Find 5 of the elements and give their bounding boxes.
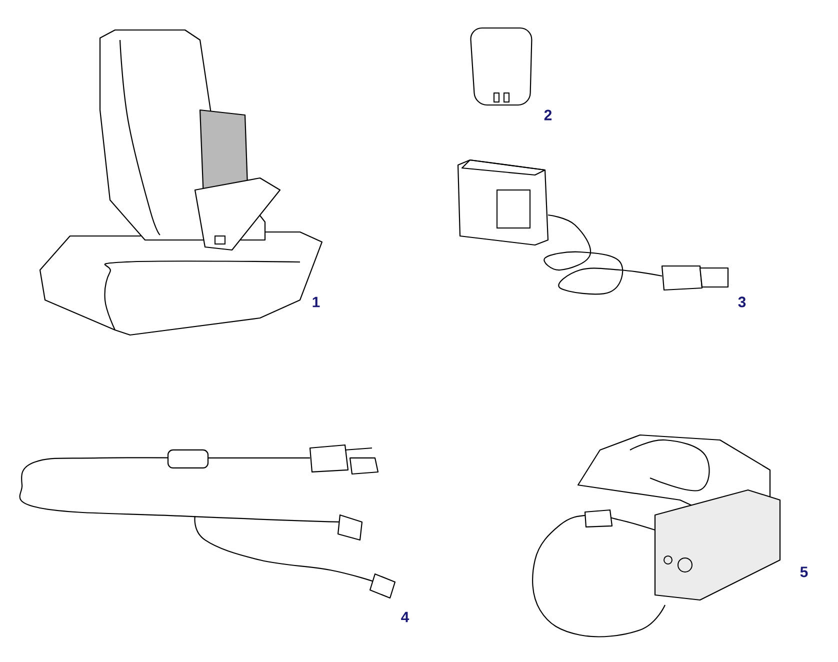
callout-number: 4 [401,612,410,622]
callout-number: 2 [544,110,552,120]
callout-number: 1 [312,296,320,308]
callout-number: 3 [738,296,746,308]
callout-number: 5 [800,566,808,578]
